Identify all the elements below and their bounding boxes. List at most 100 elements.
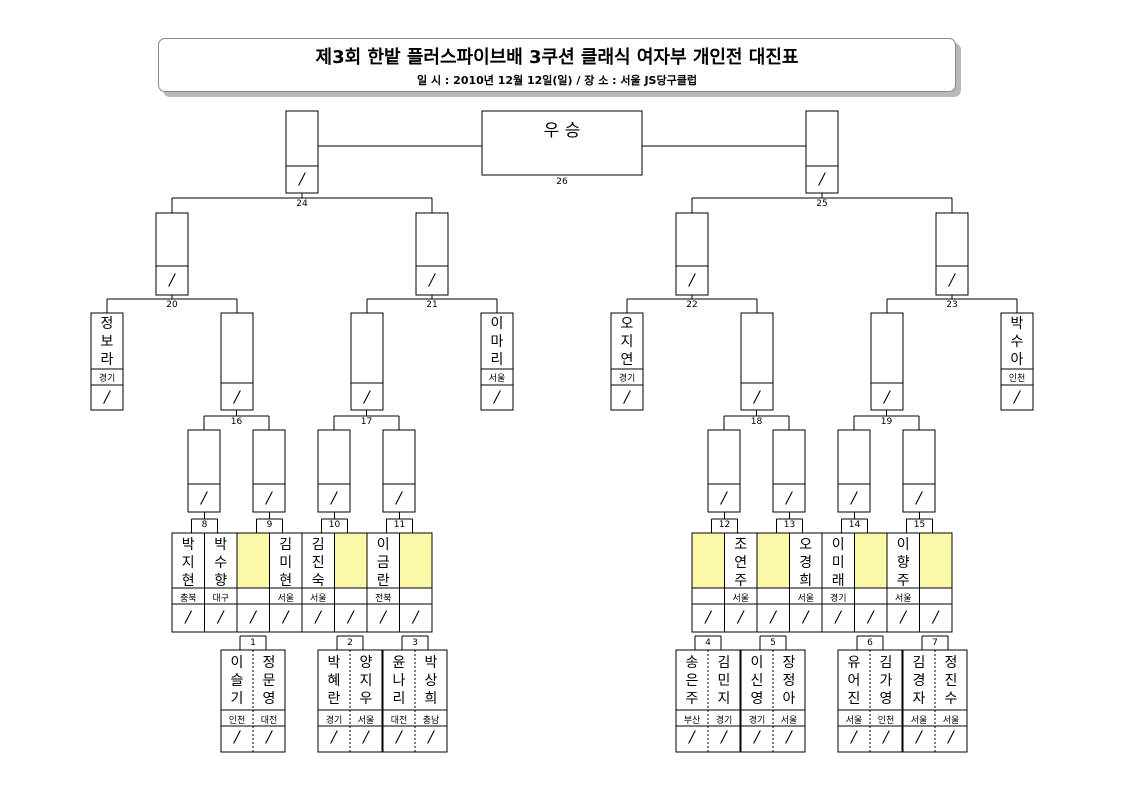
name-char: 마 [490, 334, 504, 350]
round4-box [415, 212, 449, 296]
name-char: 영 [262, 691, 276, 707]
seed-box [610, 312, 644, 411]
score-mark: / [689, 727, 695, 746]
strip-score-cell [756, 603, 790, 633]
match-number: 5 [770, 638, 776, 648]
strip-region-cell [756, 587, 790, 605]
strip-score-cell [301, 603, 335, 633]
match-number: 21 [426, 300, 438, 310]
name-char: 나 [392, 673, 406, 689]
name-char: 이 [831, 537, 845, 553]
player-region: 경기 [829, 594, 847, 604]
score-mark: / [786, 727, 792, 746]
player-region: 서울 [309, 594, 327, 604]
name-char: 윤 [392, 655, 406, 671]
player-region: 충남 [422, 716, 440, 726]
strip-name-cell [854, 532, 888, 589]
score-mark: / [835, 607, 841, 626]
name-char: 래 [831, 573, 845, 589]
strip-score-cell [399, 603, 433, 633]
player-region: 대구 [212, 594, 230, 604]
name-char: 보 [100, 334, 114, 350]
name-char: 현 [181, 573, 195, 589]
score-mark: / [851, 727, 857, 746]
name-char: 양 [359, 655, 373, 671]
match-number: 9 [266, 520, 273, 530]
score-mark: / [851, 488, 857, 507]
strip-score-cell [171, 603, 205, 633]
player-region: 부산 [683, 716, 701, 726]
player-region: 전북 [374, 594, 392, 604]
match-number: 26 [556, 177, 568, 187]
name-char: 상 [424, 673, 438, 689]
score-mark: / [754, 727, 760, 746]
seed-box [1000, 312, 1034, 411]
score-mark: / [283, 607, 289, 626]
name-char: 민 [717, 673, 731, 689]
match-number: 4 [705, 638, 711, 648]
strip-score-cell [919, 603, 953, 633]
strip-name-cell [236, 532, 270, 589]
name-char: 지 [620, 334, 634, 350]
match-number: 15 [913, 520, 926, 530]
strip-name-cell [756, 532, 790, 589]
score-mark: / [884, 387, 890, 406]
score-mark: / [689, 270, 695, 289]
player-region: 서울 [845, 716, 863, 726]
score-mark: / [266, 727, 272, 746]
match-number: 16 [230, 417, 243, 427]
strip-score-cell [236, 603, 270, 633]
name-char: 우 [359, 691, 373, 707]
name-char: 김 [311, 537, 325, 553]
score-mark: / [721, 727, 727, 746]
score-mark: / [819, 169, 825, 188]
round2-box [317, 429, 351, 513]
score-mark: / [429, 270, 435, 289]
name-char: 수 [214, 555, 228, 571]
strip-score-cell [691, 603, 725, 633]
match-number: 25 [816, 199, 828, 209]
player-region: 경기 [748, 716, 766, 726]
round3-box [870, 312, 904, 411]
name-char: 어 [847, 673, 861, 689]
strip-name-cell [399, 532, 433, 589]
name-char: 김 [279, 537, 293, 553]
player-region: 인천 [877, 716, 895, 726]
match-number: 18 [750, 417, 763, 427]
match-number: 10 [328, 520, 341, 530]
player-region: 경기 [715, 716, 733, 726]
name-char: 이 [230, 655, 244, 671]
score-mark: / [738, 607, 744, 626]
strip-region-cell [854, 587, 888, 605]
name-char: 자 [912, 691, 926, 707]
score-mark: / [916, 727, 922, 746]
round4-box [155, 212, 189, 296]
score-mark: / [428, 727, 434, 746]
seed-box [480, 312, 514, 411]
name-char: 현 [279, 573, 293, 589]
match-number: 3 [412, 638, 418, 648]
match-number: 1 [250, 638, 256, 648]
name-char: 조 [734, 537, 748, 553]
match-number: 19 [880, 417, 893, 427]
player-region: 서울 [797, 594, 815, 604]
strip-region-cell [919, 587, 953, 605]
match-number: 24 [296, 199, 308, 209]
player-region: 서울 [357, 716, 375, 726]
name-char: 숙 [311, 573, 325, 589]
strip-score-cell [724, 603, 758, 633]
score-mark: / [234, 727, 240, 746]
round2-box [837, 429, 871, 513]
score-mark: / [396, 727, 402, 746]
player-region: 서울 [942, 716, 960, 726]
name-char: 지 [181, 555, 195, 571]
strip-region-cell [399, 587, 433, 605]
